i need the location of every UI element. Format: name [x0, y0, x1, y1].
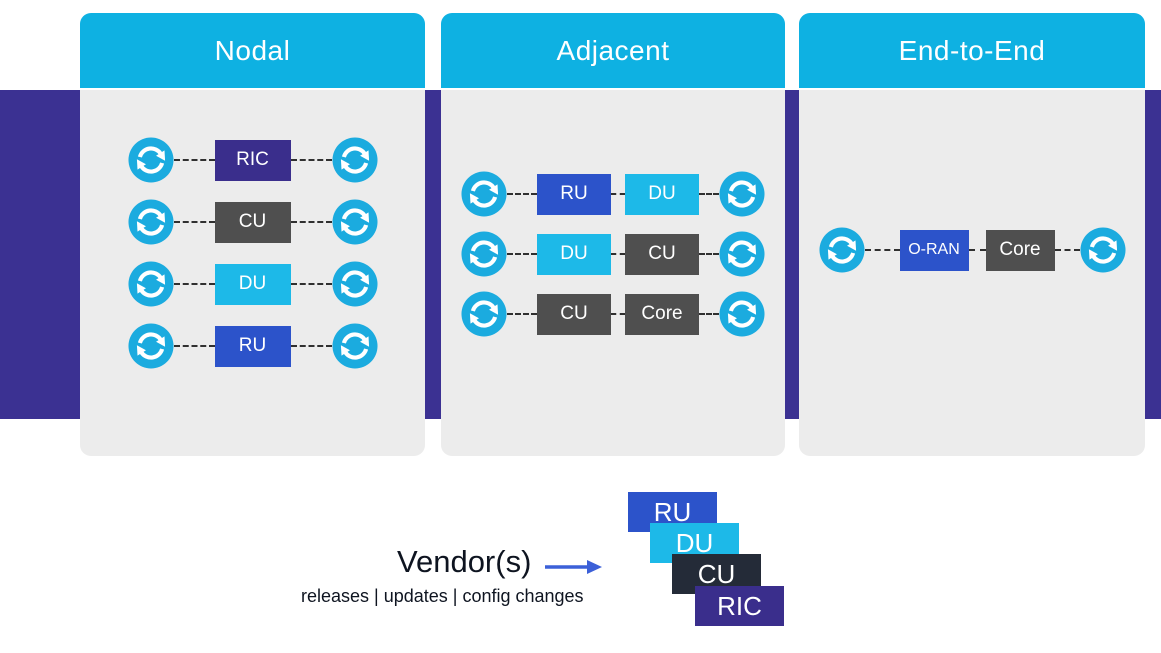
panel-end-to-end: End-to-End O-RAN Core	[799, 13, 1145, 456]
stack-box-ric: RIC	[695, 586, 784, 626]
panel-adjacent-header: Adjacent	[441, 13, 785, 88]
dashed-connector	[699, 193, 719, 195]
sync-icon	[128, 137, 174, 183]
panel-nodal-title: Nodal	[214, 34, 291, 66]
sync-row-ric: RIC	[80, 137, 425, 183]
dashed-connector	[507, 313, 537, 315]
node-box-du: DU	[537, 233, 611, 275]
dashed-connector	[611, 313, 625, 315]
sync-icon	[461, 291, 507, 337]
vendor-subtitle: releases | updates | config changes	[301, 586, 584, 606]
dashed-connector	[290, 159, 332, 161]
dashed-connector	[611, 253, 625, 255]
sync-icon	[719, 171, 765, 217]
dashed-connector	[173, 159, 215, 161]
sync-icon	[332, 199, 378, 245]
dashed-connector	[290, 283, 332, 285]
dashed-connector	[699, 253, 719, 255]
node-box-ru: RU	[537, 173, 611, 215]
panel-nodal-body: RIC CU DU RU	[80, 90, 425, 456]
dashed-connector	[968, 249, 986, 251]
sync-icon	[128, 323, 174, 369]
node-box-ric: RIC	[214, 139, 291, 181]
node-box-du: DU	[214, 263, 291, 305]
dashed-connector	[507, 253, 537, 255]
sync-icon	[332, 137, 378, 183]
sync-row-oran-core: O-RAN Core	[799, 227, 1145, 273]
panel-adjacent-body: RU DU DU CU CU Core	[441, 90, 785, 456]
sync-icon	[1080, 227, 1126, 273]
sync-icon	[719, 231, 765, 277]
dashed-connector	[290, 221, 332, 223]
node-box-core: Core	[985, 229, 1055, 271]
panel-nodal-header: Nodal	[80, 13, 425, 88]
node-box-cu: CU	[214, 201, 291, 243]
node-box-du: DU	[625, 173, 699, 215]
sync-row-cu: CU	[80, 199, 425, 245]
right-arrow-icon	[545, 560, 602, 574]
sync-row-ru: RU	[80, 323, 425, 369]
node-box-core: Core	[625, 293, 699, 335]
node-box-cu: CU	[625, 233, 699, 275]
sync-row-du-cu: DU CU	[441, 231, 785, 277]
panel-nodal: Nodal RIC CU DU	[80, 13, 425, 456]
node-box-ru: RU	[214, 325, 291, 367]
dashed-connector	[507, 193, 537, 195]
vendor-label: Vendor(s)	[397, 544, 532, 579]
dashed-connector	[1054, 249, 1080, 251]
sync-icon	[128, 261, 174, 307]
sync-row-ru-du: RU DU	[441, 171, 785, 217]
sync-icon	[461, 171, 507, 217]
sync-icon	[819, 227, 865, 273]
node-box-oran: O-RAN	[899, 229, 969, 271]
panel-end-to-end-body: O-RAN Core	[799, 90, 1145, 456]
panel-adjacent: Adjacent RU DU DU CU	[441, 13, 785, 456]
dashed-connector	[173, 283, 215, 285]
sync-icon	[461, 231, 507, 277]
dashed-connector	[864, 249, 900, 251]
panel-end-to-end-title: End-to-End	[898, 34, 1046, 66]
dashed-connector	[611, 193, 625, 195]
dashed-connector	[173, 345, 215, 347]
dashed-connector	[699, 313, 719, 315]
sync-icon	[332, 261, 378, 307]
node-box-cu: CU	[537, 293, 611, 335]
sync-row-cu-core: CU Core	[441, 291, 785, 337]
sync-icon	[128, 199, 174, 245]
dashed-connector	[290, 345, 332, 347]
sync-row-du: DU	[80, 261, 425, 307]
panel-adjacent-title: Adjacent	[556, 34, 670, 66]
panel-end-to-end-header: End-to-End	[799, 13, 1145, 88]
dashed-connector	[173, 221, 215, 223]
sync-icon	[719, 291, 765, 337]
sync-icon	[332, 323, 378, 369]
